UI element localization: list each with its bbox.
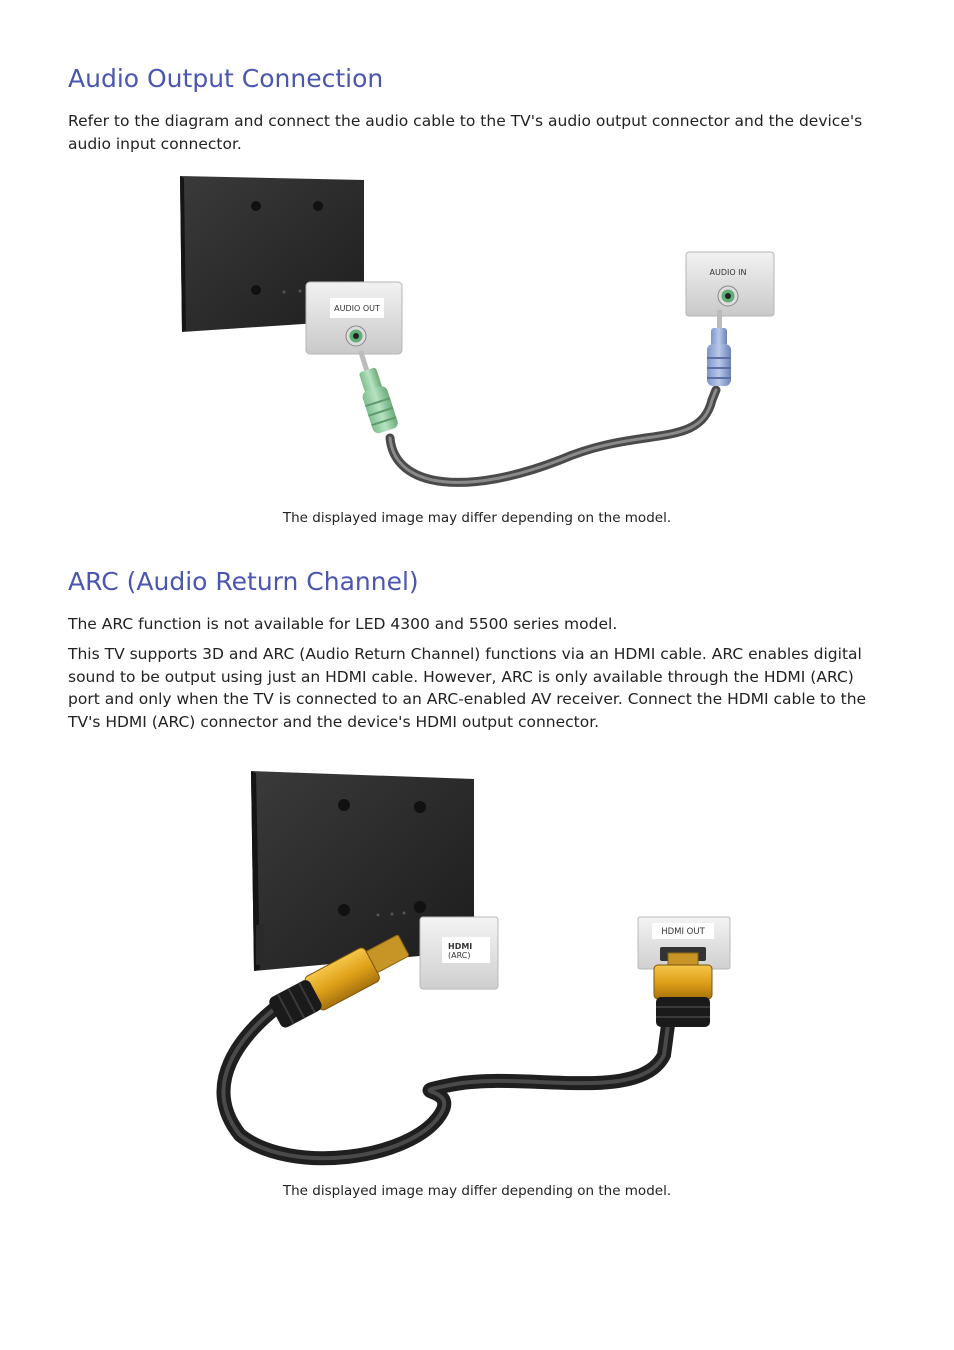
hdmi-cable (216, 996, 675, 1166)
hdmi-plug-device-side (653, 952, 713, 1027)
audio-output-description: Refer to the diagram and connect the aud… (68, 112, 863, 153)
hdmi-out-label: HDMI OUT (661, 927, 705, 937)
hdmi-out-port: HDMI OUT (637, 916, 731, 970)
arc-description: This TV supports 3D and ARC (Audio Retur… (68, 645, 867, 731)
hdmi-arc-port: HDMI (ARC) (419, 916, 499, 990)
audio-out-port: AUDIO OUT (305, 281, 403, 355)
audio-cable (385, 385, 721, 487)
audio-out-label: AUDIO OUT (334, 304, 380, 313)
hdmi-arc-label-line1: HDMI (448, 942, 472, 951)
audio-in-label: AUDIO IN (709, 268, 746, 277)
audio-in-port: AUDIO IN (685, 251, 775, 317)
audio-output-caption: The displayed image may differ depending… (282, 510, 672, 526)
hdmi-plug-tv-side (269, 934, 410, 1028)
arc-caption: The displayed image may differ depending… (282, 1183, 672, 1199)
hdmi-arc-label-line2: (ARC) (448, 951, 470, 960)
green-audio-plug (358, 350, 398, 434)
arc-note: The ARC function is not available for LE… (68, 615, 618, 633)
audio-output-title: Audio Output Connection (68, 64, 384, 93)
hdmi-arc-diagram: HDMI (ARC) HDMI OUT (216, 771, 731, 1166)
arc-title: ARC (Audio Return Channel) (68, 567, 419, 596)
audio-connection-diagram: AUDIO OUT AUDIO IN (180, 176, 775, 487)
blue-audio-plug (707, 310, 731, 386)
tv-back-panel-arc (251, 771, 474, 971)
